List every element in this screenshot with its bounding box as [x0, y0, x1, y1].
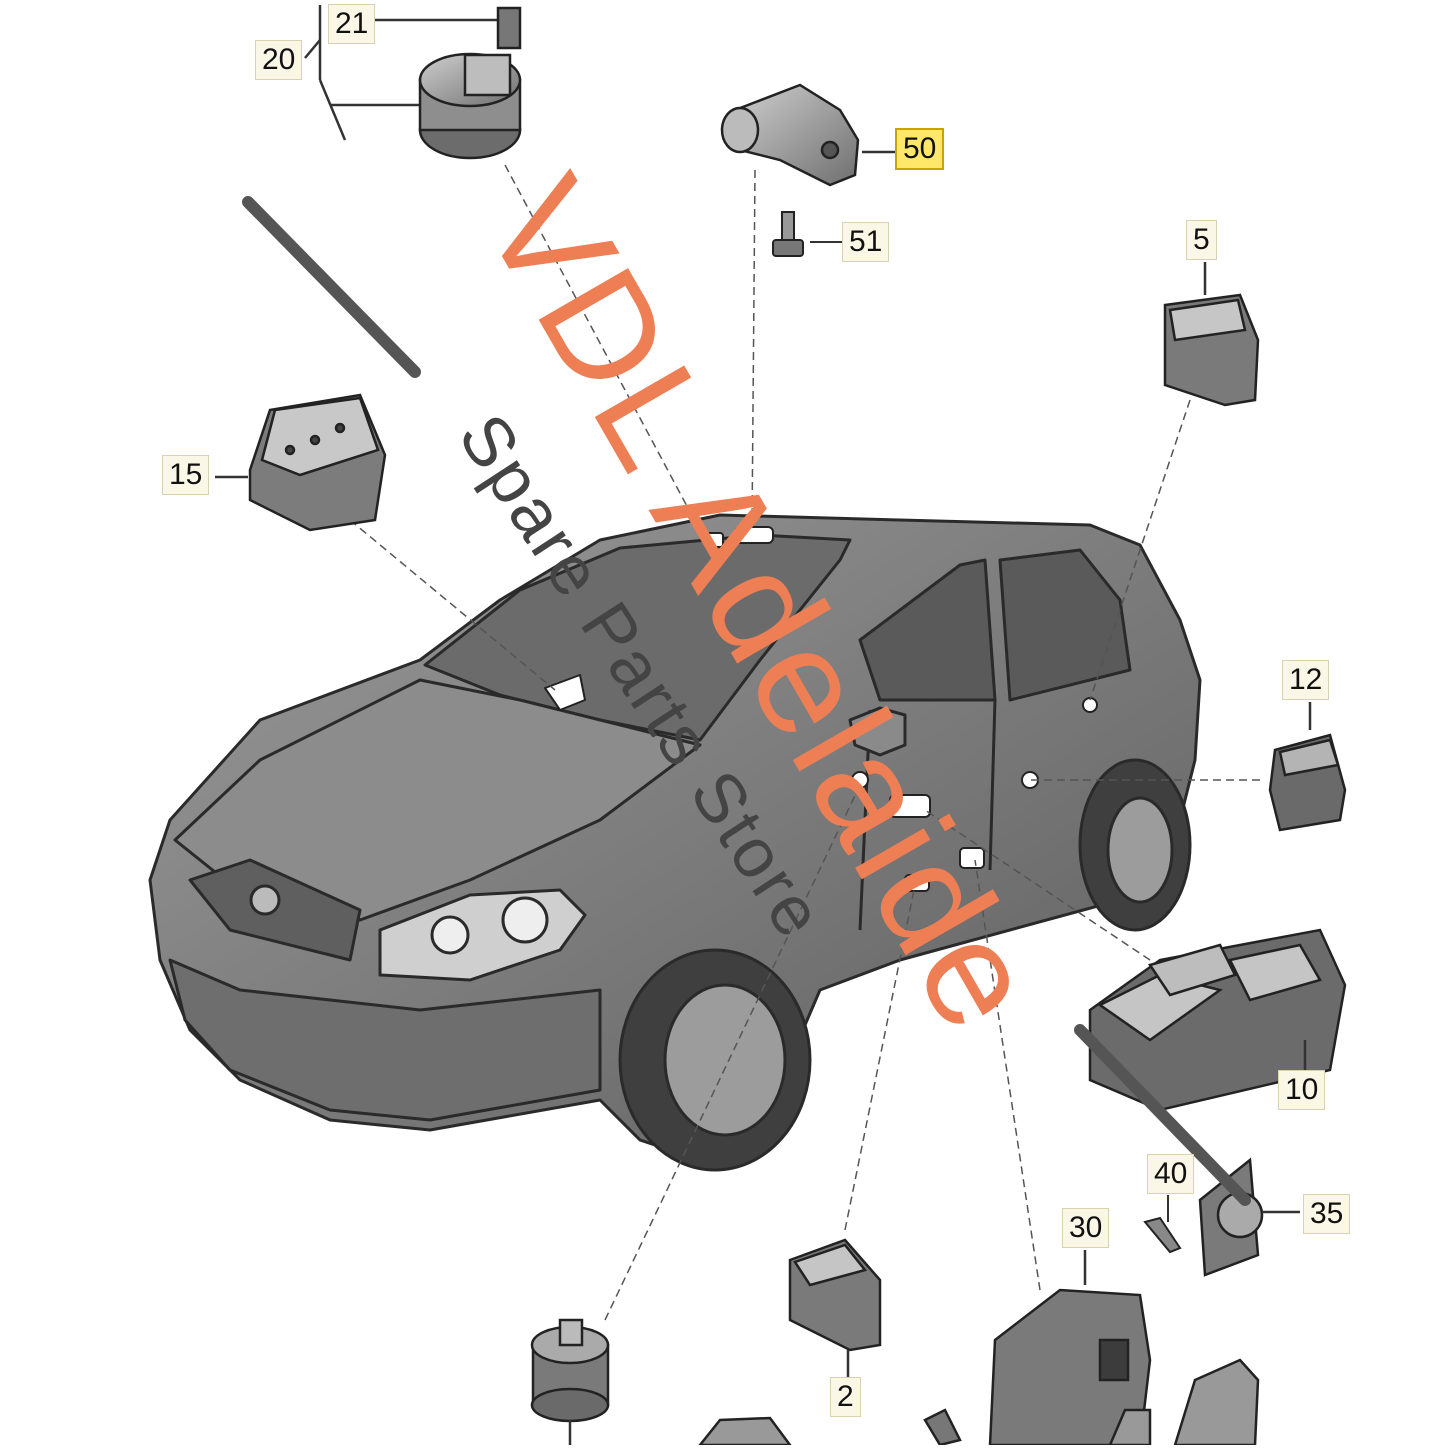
- badge: [249, 884, 281, 916]
- side-window-rear: [998, 548, 1132, 702]
- callout-50[interactable]: 50: [895, 128, 945, 170]
- callout-21[interactable]: 21: [328, 4, 376, 44]
- callout-35[interactable]: 35: [1303, 1194, 1351, 1234]
- callout-20[interactable]: 20: [255, 40, 303, 80]
- side-window-front: [858, 558, 997, 702]
- callout-5[interactable]: 5: [1186, 220, 1217, 260]
- part-40-screw: [1143, 1195, 1182, 1254]
- part-50-motor: [720, 83, 900, 187]
- callout-2[interactable]: 2: [830, 1377, 861, 1417]
- front-wheel: [618, 948, 812, 1172]
- leader-lines: [349, 164, 1260, 1321]
- callout-40[interactable]: 40: [1147, 1154, 1195, 1194]
- callout-51[interactable]: 51: [842, 222, 890, 262]
- part-20-21-clock-spring: [304, 5, 522, 160]
- part-30-control-unit: [697, 1250, 1260, 1447]
- side-mirror: [848, 706, 907, 757]
- callout-10[interactable]: 10: [1278, 1070, 1326, 1110]
- watermark-strokes: [242, 196, 1251, 1206]
- part-5-switch: [1163, 262, 1260, 407]
- callout-15[interactable]: 15: [162, 455, 210, 495]
- part-10-window-switch-panel: [1088, 928, 1347, 1112]
- callout-12[interactable]: 12: [1282, 660, 1330, 700]
- car-illustration: [148, 513, 1202, 1172]
- callout-30[interactable]: 30: [1062, 1208, 1110, 1248]
- part-12-switch: [1268, 702, 1347, 832]
- rear-wheel: [1078, 758, 1192, 932]
- mirror-adjust-knob: [530, 1318, 610, 1445]
- part-2-switch: [788, 1238, 882, 1378]
- part-15-switch-block: [215, 393, 387, 532]
- front-bumper: [168, 958, 602, 1122]
- part-51-bolt: [772, 211, 842, 257]
